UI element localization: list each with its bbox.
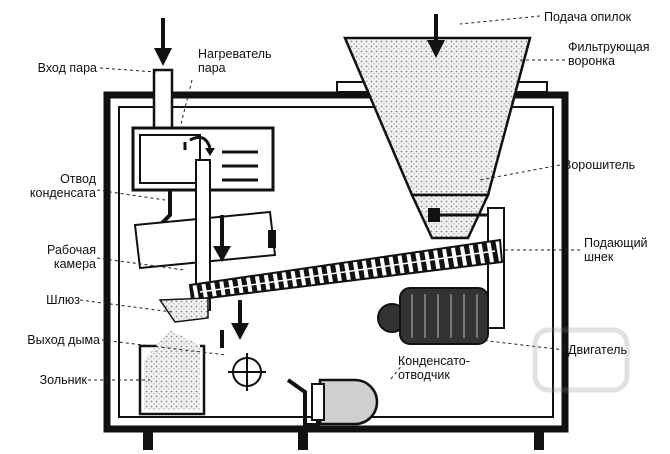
label-condensate-drain: Отвод конденсата (30, 172, 96, 200)
ash-pit (138, 330, 206, 416)
sluice (158, 297, 249, 348)
label-steam-inlet: Вход пара (37, 61, 97, 75)
condensate-trap (286, 378, 379, 427)
condensate-drain-pipe (158, 190, 172, 227)
work-chamber (133, 159, 277, 311)
label-work-chamber: Рабочая камера (47, 243, 96, 271)
label-ash-pit: Зольник (39, 373, 87, 387)
feed-screw (188, 238, 504, 302)
label-condensate-trap: Конденсато- отводчик (398, 354, 470, 382)
motor (377, 287, 489, 345)
watermark (532, 327, 630, 393)
filter-funnel (336, 14, 548, 240)
label-condensate-trap-line1: Конденсато- (398, 354, 470, 368)
label-filter-funnel-line1: Фильтрующая (568, 40, 650, 54)
label-condensate-trap-line2: отводчик (398, 368, 450, 382)
label-heater-line1: Нагреватель (198, 47, 272, 61)
label-condensate-drain-line1: Отвод (60, 172, 96, 186)
label-condensate-drain-line2: конденсата (29, 186, 96, 200)
housing-feet (143, 432, 544, 450)
label-feed-screw-line2: шнек (584, 250, 614, 264)
label-smoke-outlet: Выход дыма (27, 333, 100, 347)
label-feed-screw-line1: Подающий (584, 236, 648, 250)
label-agitator: Ворошитель (563, 158, 636, 172)
steam-inlet-pipe (152, 18, 174, 132)
label-filter-funnel-line2: воронка (568, 54, 615, 68)
agitator (428, 207, 505, 329)
label-feed-screw: Подающий шнек (584, 236, 648, 264)
smoke-outlet (228, 353, 266, 391)
label-heater-line2: пара (198, 61, 226, 75)
label-motor: Двигатель (568, 343, 627, 357)
label-work-chamber-line1: Рабочая (47, 243, 96, 257)
leader-lines (79, 15, 580, 381)
label-heater: Нагреватель пара (198, 47, 272, 75)
label-work-chamber-line2: камера (53, 257, 96, 271)
label-sluice: Шлюз (46, 293, 80, 307)
label-filter-funnel: Фильтрующая воронка (568, 40, 649, 68)
label-sawdust-feed: Подача опилок (544, 10, 632, 24)
